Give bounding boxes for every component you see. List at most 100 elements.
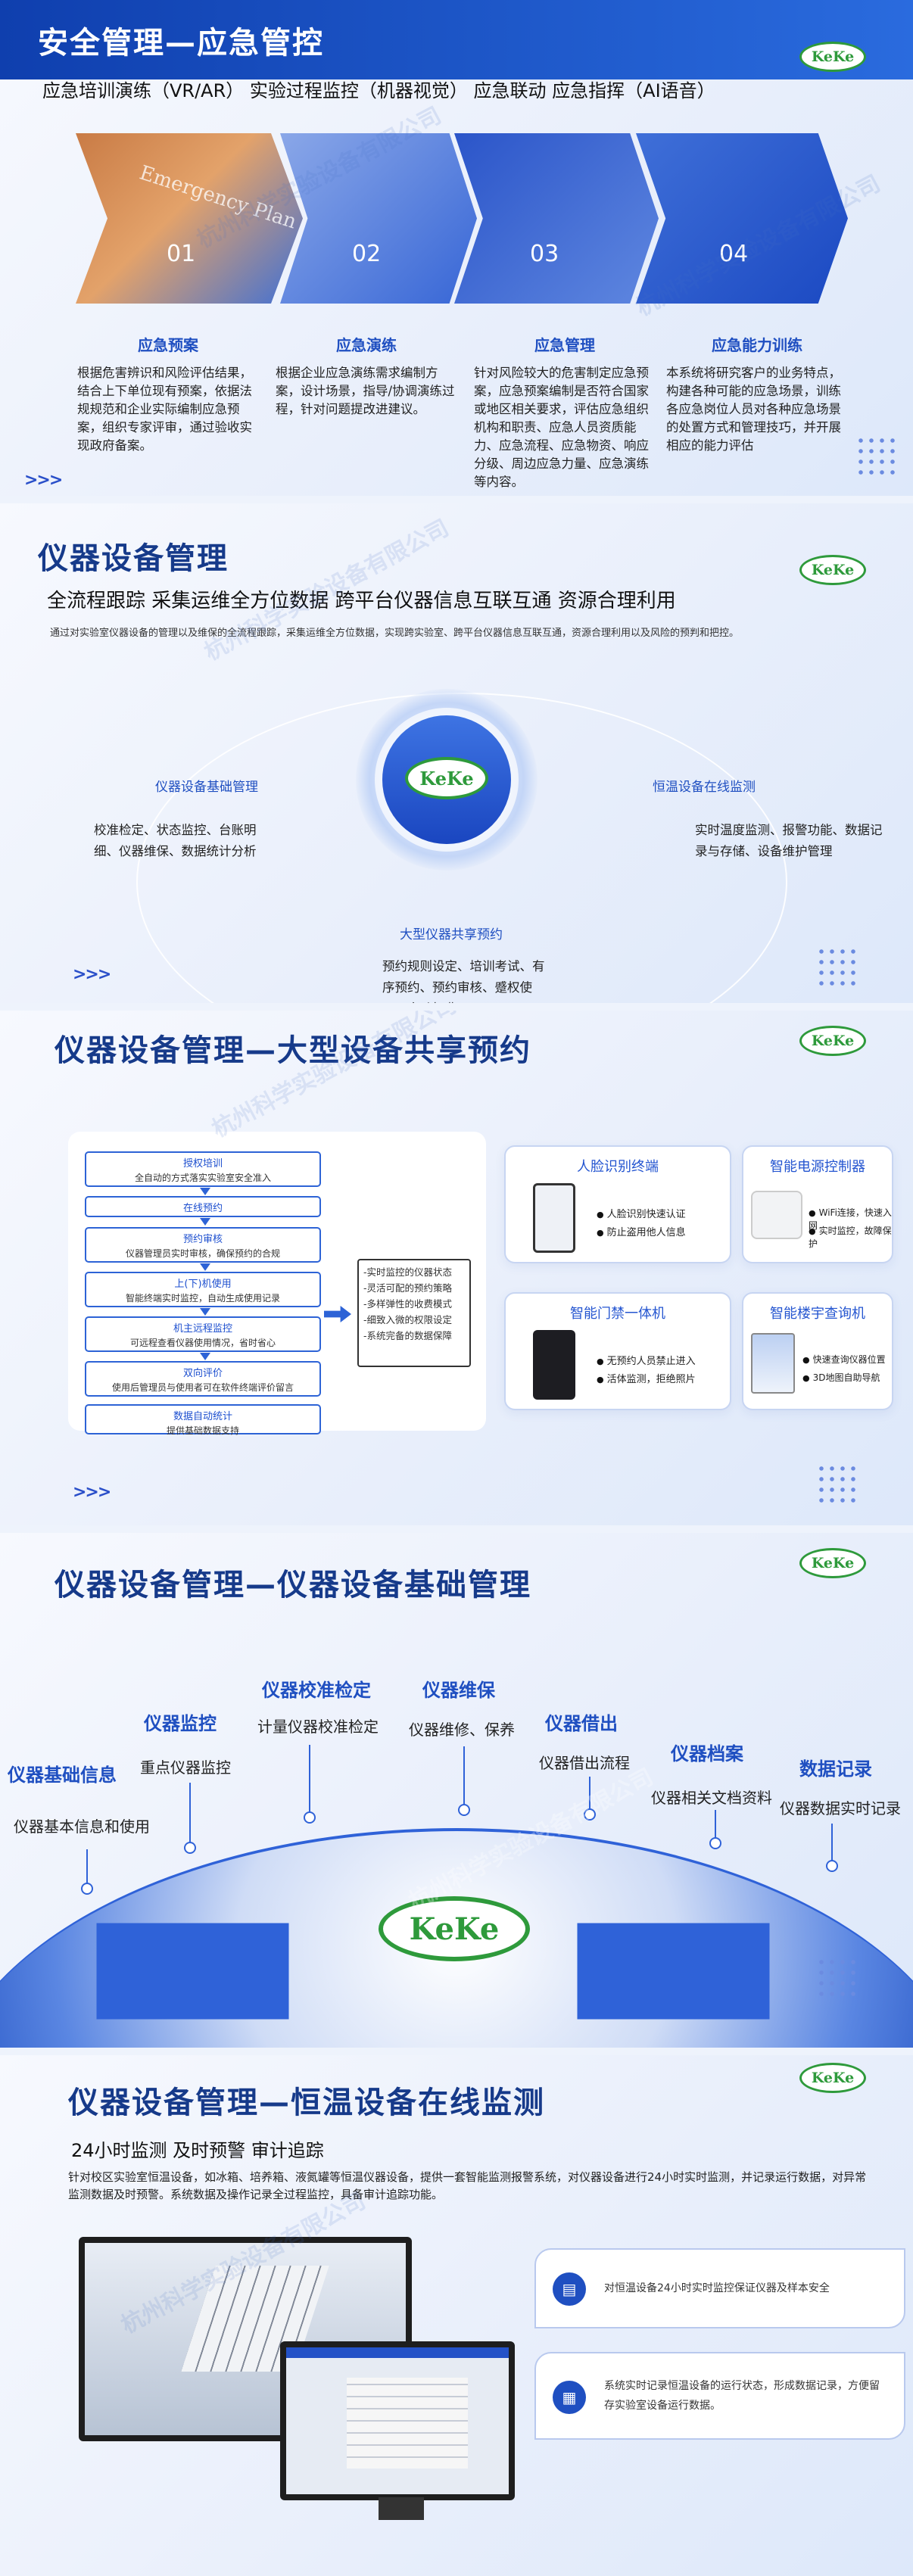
keke-logo: KeKe xyxy=(405,757,488,799)
card-item: 活体监测，拒绝照片 xyxy=(597,1371,696,1385)
card-title: 智能楼宇查询机 xyxy=(770,1306,865,1322)
flow-step-title: 预约审核 xyxy=(182,1234,223,1245)
power-controller-icon xyxy=(751,1191,802,1239)
section-title: 仪器设备管理—仪器设备基础管理 xyxy=(55,1568,531,1603)
feature-list: -实时监控的仪器状态 -灵活可配的预约策略 -多样弹性的收费模式 -细致入微的权… xyxy=(357,1259,471,1367)
flow-step-title: 机主远程监控 xyxy=(173,1323,232,1335)
point-basic-info-desc: 仪器基本信息和使用 xyxy=(14,1818,150,1836)
monitor-screen-small xyxy=(280,2341,515,2500)
section-thermo-monitoring: 仪器设备管理—恒温设备在线监测 KeKe 24小时监测 及时预警 审计追踪 针对… xyxy=(0,2055,913,2576)
card-item: 人脸识别快速认证 xyxy=(597,1206,686,1220)
section-emergency: 安全管理—应急管控 KeKe 应急培训演练（VR/AR） 实验过程监控（机器视觉… xyxy=(0,0,913,496)
point-data-record-desc: 仪器数据实时记录 xyxy=(780,1799,901,1818)
point-archive-desc: 仪器相关文档资料 xyxy=(651,1789,772,1807)
keke-logo: KeKe xyxy=(799,555,866,585)
section-description: 针对校区实验室恒温设备，如冰箱、培养箱、液氮罐等恒温仪器设备，提供一套智能监测报… xyxy=(68,2170,867,2201)
keke-logo: KeKe xyxy=(379,1896,530,1961)
point-monitoring-desc: 重点仪器监控 xyxy=(140,1758,231,1777)
point-lending: 仪器借出 xyxy=(545,1713,618,1734)
section-instrument-management: 仪器设备管理 KeKe 全流程跟踪 采集运维全方位数据 跨平台仪器信息互联互通 … xyxy=(0,503,913,1003)
card-title: 智能门禁一体机 xyxy=(570,1306,665,1322)
step-number: 03 xyxy=(530,241,559,267)
flow-step-desc: 提供基础数据支持 xyxy=(166,1425,239,1436)
device-card-face-terminal: 人脸识别终端 人脸识别快速认证 防止盗用他人信息 xyxy=(504,1145,731,1263)
col-text: 根据企业应急演练需求编制方案，设计场景，指导/协调演练过程，针对问题提改进建议。 xyxy=(276,366,455,416)
feature-item: -灵活可配的预约策略 xyxy=(363,1282,453,1294)
arrow-down-icon xyxy=(200,1263,210,1271)
monitor-card-24h: ▤ 对恒温设备24小时实时监控保证仪器及样本安全 xyxy=(534,2248,905,2328)
dot-grid-decoration xyxy=(816,1463,862,1509)
col-heading: 应急演练 xyxy=(336,336,397,354)
chevron-step-2: 02 xyxy=(280,133,477,304)
flow-step-usage: 上(下)机使用 智能终端实时监控，自动生成使用记录 xyxy=(85,1272,321,1307)
access-terminal-icon xyxy=(533,1330,575,1400)
card-text: 对恒温设备24小时实时监控保证仪器及样本安全 xyxy=(604,2282,830,2294)
feature-item: -细致入微的权限设定 xyxy=(363,1314,453,1325)
keke-logo: KeKe xyxy=(799,2063,866,2093)
section-title: 仪器设备管理—大型设备共享预约 xyxy=(55,1033,531,1068)
pin-marker xyxy=(184,1783,196,1854)
chevron-step-3: 03 xyxy=(454,133,659,304)
record-icon: ▦ xyxy=(553,2381,586,2414)
col-text: 本系统将研究客户的业务特点，构建各种可能的应急场景，训练各应急岗位人员对各种应急… xyxy=(666,366,841,453)
col-text: 根据危害辨识和风险评估结果，结合上下单位现有预案，依据法规规范和企业实际编制应急… xyxy=(77,366,252,453)
monitor-stand xyxy=(379,2497,424,2520)
face-terminal-icon xyxy=(533,1183,575,1253)
flow-step-title: 授权培训 xyxy=(182,1158,223,1170)
col-heading: 应急预案 xyxy=(138,336,198,354)
chevrons-icon: >>> xyxy=(73,965,111,984)
pin-marker xyxy=(458,1746,470,1816)
section-shared-booking: 仪器设备管理—大型设备共享预约 KeKe 授权培训 全自动的方式落实实验室安全准… xyxy=(0,1011,913,1525)
node-thermo-text: 实时温度监测、报警功能、数据记录与存储、设备维护管理 xyxy=(695,823,883,858)
col-text: 针对风险较大的危害制定应急预案，应急预案编制是否符合国家或地区相关要求，评估应急… xyxy=(474,366,649,489)
flow-step-remote-monitor: 机主远程监控 可远程查看仪器使用情况，省时省心 xyxy=(85,1316,321,1352)
section-subtitle: 24小时监测 及时预警 审计追踪 xyxy=(71,2140,324,2161)
feature-item: -系统完备的数据保障 xyxy=(363,1330,453,1341)
flow-step-desc: 全自动的方式落实实验室安全准入 xyxy=(134,1173,271,1183)
device-card-building-kiosk: 智能楼宇查询机 快速查询仪器位置 3D地图自助导航 xyxy=(742,1292,893,1410)
chevrons-icon: >>> xyxy=(73,1483,111,1502)
step-number: 01 xyxy=(167,241,196,267)
step-number: 02 xyxy=(352,241,382,267)
device-card-access-control: 智能门禁一体机 无预约人员禁止进入 活体监测，拒绝照片 xyxy=(504,1292,731,1410)
flow-step-title: 上(下)机使用 xyxy=(174,1279,232,1290)
point-calibration-desc: 计量仪器校准检定 xyxy=(257,1718,379,1736)
flow-step-desc: 智能终端实时监控，自动生成使用记录 xyxy=(125,1293,280,1304)
section-subtitle: 全流程跟踪 采集运维全方位数据 跨平台仪器信息互联互通 资源合理利用 xyxy=(47,590,676,612)
keke-logo: KeKe xyxy=(799,1548,866,1578)
floorplan-render xyxy=(347,2378,468,2469)
pin-marker xyxy=(584,1777,596,1821)
flow-step-review: 预约审核 仪器管理员实时审核，确保预约的合规 xyxy=(85,1227,321,1263)
pin-marker xyxy=(304,1745,316,1824)
monitor-card-record: ▦ 系统实时记录恒温设备的运行状态，形成数据记录，方便留存实验室设备运行数据。 xyxy=(534,2352,905,2440)
page-title: 安全管理—应急管控 xyxy=(38,26,324,61)
kiosk-icon xyxy=(751,1333,795,1394)
emergency-col-management: 应急管理 针对风险较大的危害制定应急预案，应急预案编制是否符合国家或地区相关要求… xyxy=(474,333,656,491)
section-description: 通过对实验室仪器设备的管理以及维保的全流程跟踪，采集运维全方位数据，实现跨实验室… xyxy=(50,628,740,639)
card-item: 无预约人员禁止进入 xyxy=(597,1353,696,1367)
flow-step-title: 数据自动统计 xyxy=(173,1411,232,1422)
arrow-down-icon xyxy=(200,1308,210,1316)
pin-marker xyxy=(81,1849,93,1895)
flow-step-title: 在线预约 xyxy=(182,1203,223,1214)
point-maintenance-desc: 仪器维修、保养 xyxy=(409,1721,515,1739)
emergency-col-plan: 应急预案 根据危害辨识和风险评估结果，结合上下单位现有预案，依据法规规范和企业实… xyxy=(77,333,259,455)
point-maintenance: 仪器维保 xyxy=(422,1680,495,1701)
flow-step-title: 双向评价 xyxy=(182,1368,223,1379)
point-archive: 仪器档案 xyxy=(671,1743,743,1765)
section-subtitle: 应急培训演练（VR/AR） 实验过程监控（机器视觉） 应急联动 应急指挥（AI语… xyxy=(42,80,715,101)
pin-marker xyxy=(826,1824,838,1872)
arrow-down-icon xyxy=(200,1188,210,1195)
keke-logo: KeKe xyxy=(799,1026,866,1056)
arrow-down-icon xyxy=(200,1353,210,1360)
flow-step-desc: 可远程查看仪器使用情况，省时省心 xyxy=(129,1338,276,1348)
point-basic-info: 仪器基础信息 xyxy=(8,1765,117,1786)
col-heading: 应急能力训练 xyxy=(712,336,802,354)
dot-grid-decoration xyxy=(816,946,862,992)
arrow-down-icon xyxy=(200,1218,210,1226)
col-heading: 应急管理 xyxy=(534,336,595,354)
node-thermo-monitoring: 恒温设备在线监测 xyxy=(653,780,756,795)
node-shared-booking: 大型仪器共享预约 xyxy=(400,927,503,942)
card-item: 实时监控，故障保护 xyxy=(809,1224,892,1250)
card-text: 系统实时记录恒温设备的运行状态，形成数据记录，方便留存实验室设备运行数据。 xyxy=(604,2380,880,2412)
